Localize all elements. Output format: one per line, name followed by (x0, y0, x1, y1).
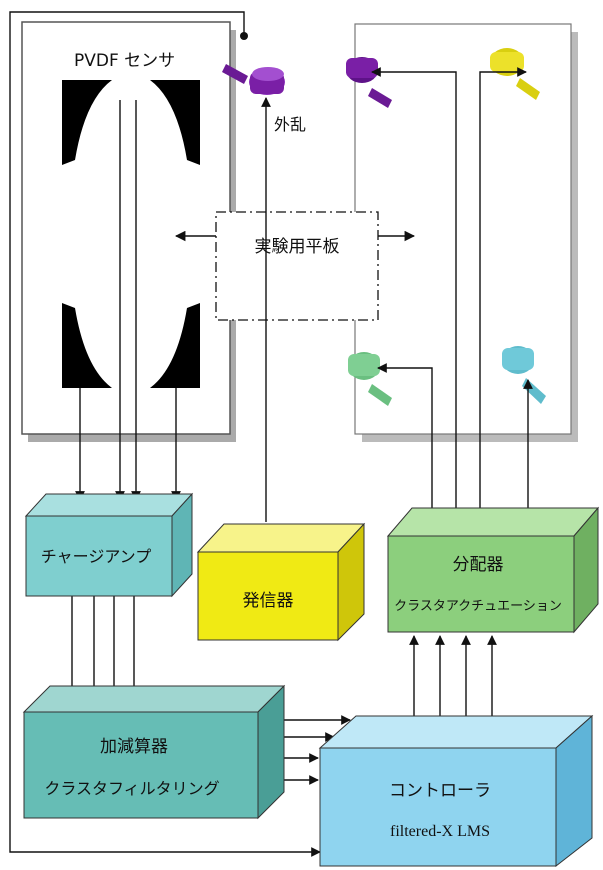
signal-lines (9, 11, 533, 857)
experimental-plate-label: 実験用平板 (255, 237, 340, 257)
actuator-purple-icon (346, 57, 392, 108)
adder-label: 加減算器 (100, 737, 168, 757)
sensor-label: PVDF センサ (74, 51, 175, 71)
controller-box (318, 714, 594, 868)
cluster-filtering-label: クラスタフィルタリング (44, 779, 219, 798)
charge-amp-label: チャージアンプ (41, 547, 151, 566)
controller-label: コントローラ (389, 781, 491, 801)
cluster-actuation-label: クラスタアクチュエーション (394, 599, 562, 614)
sensor-bottom-right (150, 303, 200, 388)
algorithm-label: filtered-X LMS (390, 823, 490, 840)
pvdf-sensor-shapes (62, 80, 200, 388)
generator-label: 発信器 (243, 591, 294, 611)
distributor-box (386, 506, 600, 634)
sensor-top-left (62, 80, 112, 165)
experimental-plate-box (215, 211, 379, 321)
charge-amp-box (24, 492, 194, 598)
sensor-plate-panel (21, 21, 236, 442)
actuator-plate-panel (354, 23, 578, 442)
generator-box (196, 522, 366, 642)
disturbance-label: 外乱 (274, 115, 306, 134)
actuator-green-icon (348, 352, 392, 406)
disturbance-actuator-icon (222, 64, 285, 95)
sensor-bottom-left (62, 303, 112, 388)
sensor-top-right (150, 80, 200, 165)
actuator-yellow-icon (490, 48, 540, 100)
adder-box (22, 684, 286, 820)
distributor-label: 分配器 (453, 555, 504, 575)
